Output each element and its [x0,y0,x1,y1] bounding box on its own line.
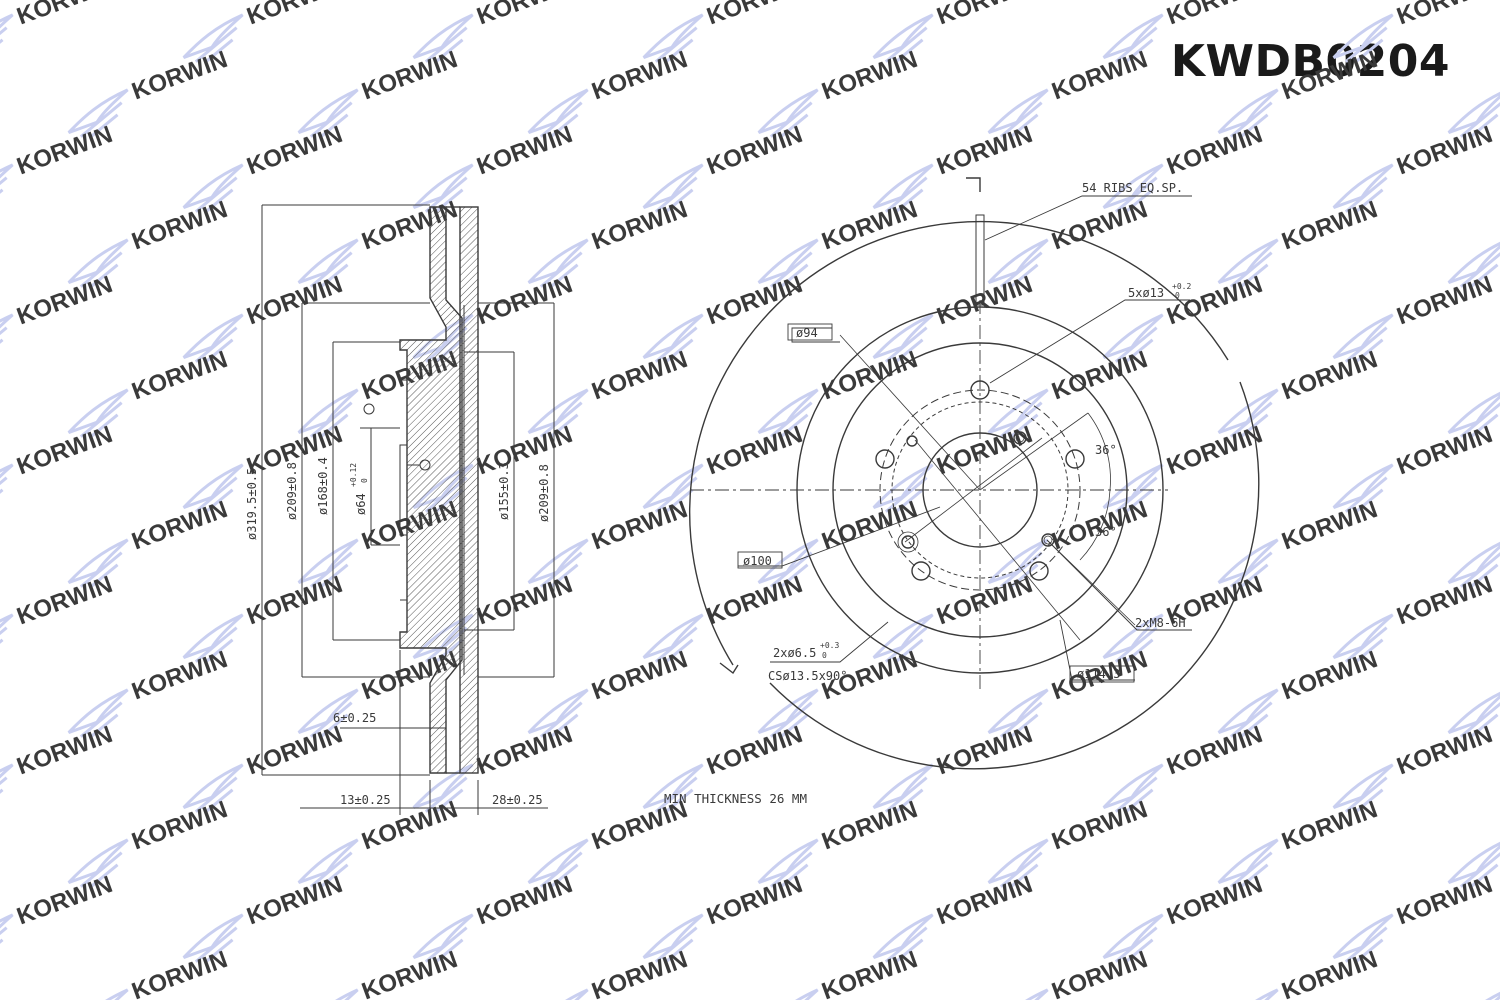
note-ribs: 54 RIBS EQ.SP. [1082,181,1183,195]
threaded-hole-1 [1013,431,1027,445]
pin-hole-1 [906,435,918,447]
stud-hole-4 [911,561,931,581]
threaded-hole-2 [1041,533,1055,547]
angle-lower: 36° [1095,525,1117,539]
min-thickness-note: MIN THICKNESS 26 MM [664,791,807,806]
stud-hole-3 [1029,561,1049,581]
stud-hole-1 [970,380,990,400]
threaded-hole-2-minor [1043,535,1053,545]
stud-hole-5 [875,449,895,469]
dim-64: ø64 [354,493,368,515]
dim-64-tol-low: 0 [360,478,369,483]
watermark-logo: KORWIN [1447,238,1500,289]
dim-209: ø209±0.8 [285,462,299,520]
stud-hole-2 [1065,449,1085,469]
front-view [689,177,1260,770]
note-threads: 2xM8-6H [1135,616,1186,630]
note-pins-tol-low: 0 [822,651,827,660]
note-stud-holes: 5xø13 [1128,286,1164,300]
watermark-logo: KORWIN [1447,838,1500,889]
watermark-logo: KORWIN [1447,688,1500,739]
note-stud-holes-tol: +0.2 [1172,282,1191,291]
pin-hole-2 [901,535,915,549]
watermark-logo: KORWIN [1447,88,1500,139]
note-pins: 2xø6.5 [773,646,816,660]
note-countersink: CSø13.5x90° [768,669,847,683]
note-pins-tol: +0.3 [820,641,839,650]
threaded-hole-1-minor [1015,433,1025,443]
outer-friction-ring [459,206,479,774]
side-section-view [261,204,555,815]
dim-168: ø168±0.4 [316,457,330,515]
dim-100: ø100 [743,554,772,568]
dim-outer-diameter: ø319.5±0.5 [245,468,259,540]
dim-thickness: 28±0.25 [492,793,543,807]
leader-lines [737,195,1192,683]
pcd-circle [879,389,1081,591]
watermark-logo: KORWIN [1447,538,1500,589]
dim-94: ø94 [796,326,818,340]
vent-rib [975,214,985,306]
note-stud-holes-tol-low: 0 [1175,291,1180,300]
part-number-title: KWDB0204 [1170,36,1450,87]
dim-hat-depth: 13±0.25 [340,793,391,807]
outer-disc-edge [689,221,1229,666]
dim-pcd: ø114.3 [1077,667,1120,681]
disc-section-profile [399,206,463,774]
dim-209-right: ø209±0.8 [537,464,551,522]
watermark-logo: KORWIN [1447,388,1500,439]
dim-64-tol: +0.12 [349,463,358,487]
dim-155: ø155±0.3 [497,462,511,520]
datum-marker-a [363,403,375,415]
stud-holes [875,380,1085,581]
dim-flange: 6±0.25 [333,711,376,725]
angle-upper: 36° [1095,443,1117,457]
pin-hole-2-cs [897,531,919,553]
dimension-lines [261,204,555,815]
